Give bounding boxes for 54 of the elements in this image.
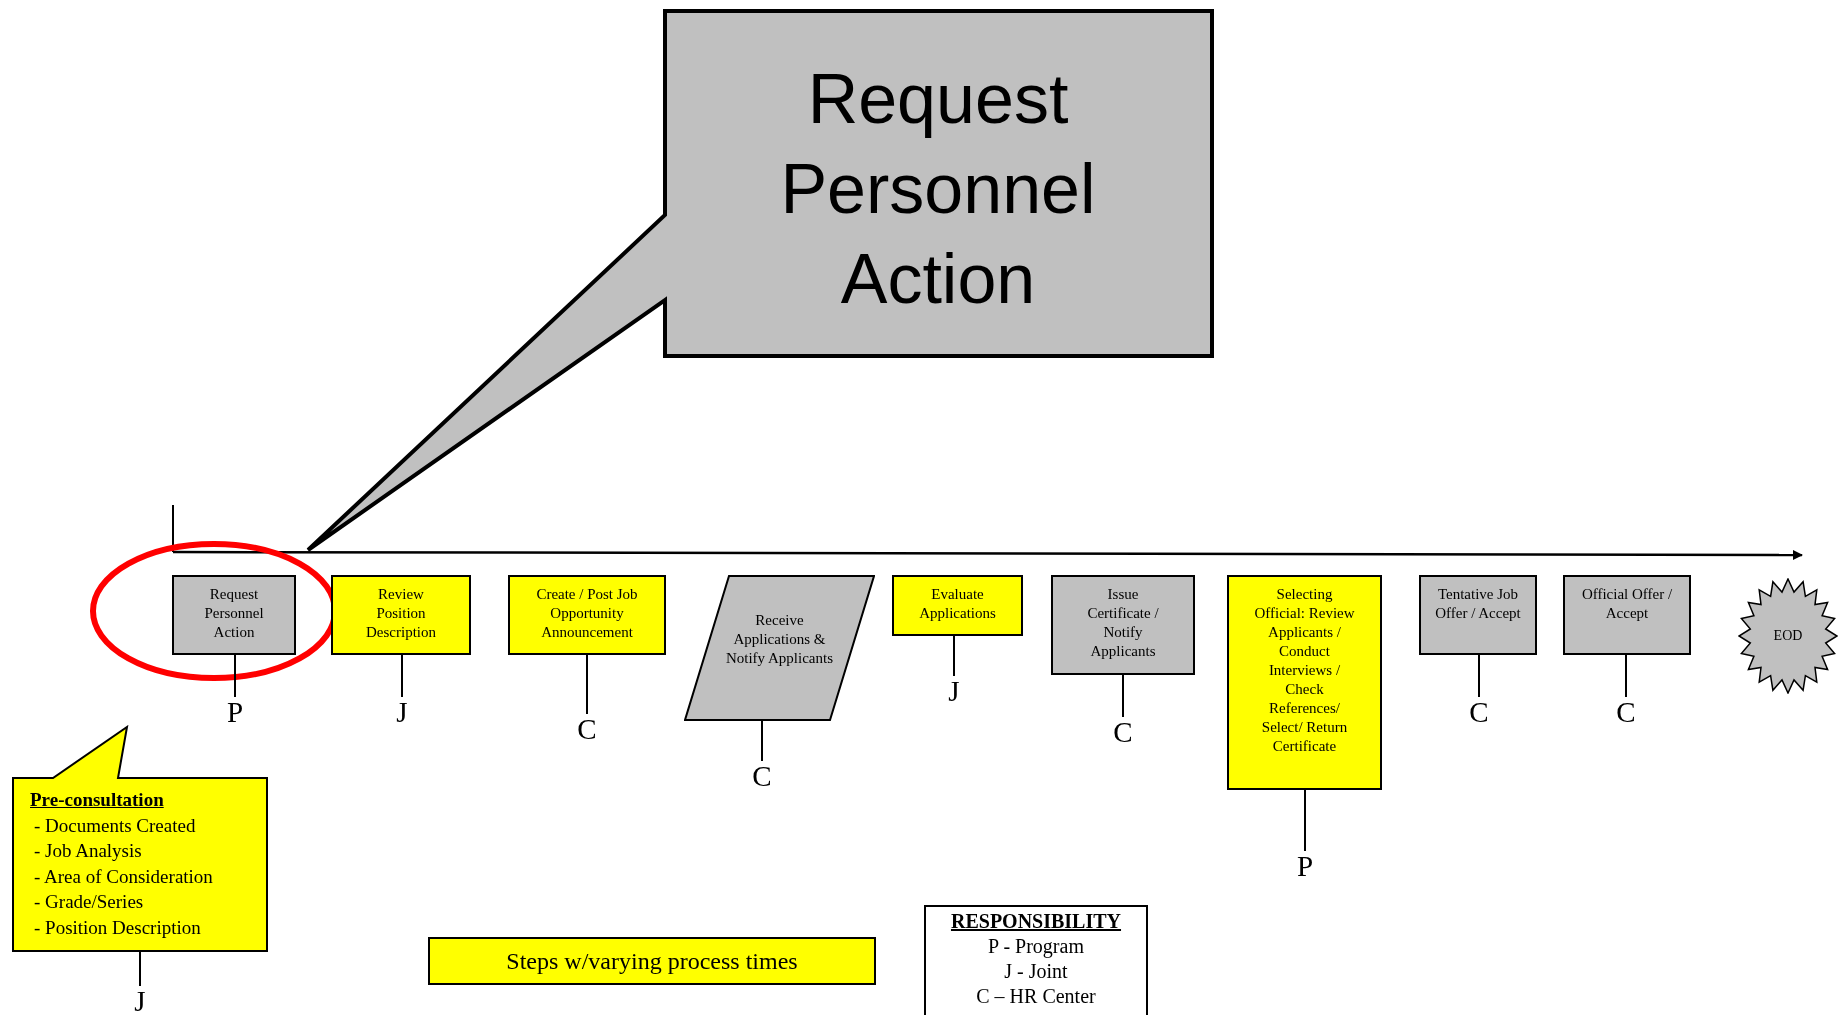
step-label: Official Offer / Accept xyxy=(1580,585,1674,623)
list-item: - Documents Created xyxy=(34,813,196,838)
responsibility-code: C xyxy=(752,760,772,792)
connector-line xyxy=(1304,789,1306,852)
connector-line xyxy=(1478,654,1480,698)
list-item: - Job Analysis xyxy=(34,839,142,863)
step-label: Request Personnel Action xyxy=(203,585,265,642)
connector-line xyxy=(953,635,955,677)
callout-box xyxy=(306,9,1214,552)
legend-entry: C – HR Center xyxy=(976,984,1096,1009)
process-box xyxy=(892,575,1023,636)
process-box xyxy=(172,575,296,655)
connector-line xyxy=(1122,674,1124,718)
callout-box xyxy=(12,725,268,952)
process-box xyxy=(508,575,666,655)
connector-line xyxy=(139,951,141,987)
legend-entry: P - Program xyxy=(988,934,1084,959)
legend-entry: J - Joint xyxy=(1004,959,1068,984)
end-starburst xyxy=(1738,578,1838,694)
process-parallelogram xyxy=(684,575,875,721)
process-box xyxy=(1563,575,1691,655)
process-box xyxy=(1051,575,1195,675)
list-item: - Area of Consideration xyxy=(34,864,213,889)
step-label: Create / Post Job Opportunity Announcement xyxy=(535,585,639,642)
list-item: - Grade/Series xyxy=(34,890,144,914)
responsibility-code: J xyxy=(948,675,960,707)
step-label: Receive Applications & Notify Applicants xyxy=(724,611,835,668)
step-label: Selecting Official: Review Applicants / Conduct Interviews / Check References/ Select/ Return Certificate xyxy=(1253,585,1356,756)
step-label: Review Position Description xyxy=(365,585,437,642)
responsibility-code: P xyxy=(1296,850,1314,882)
responsibility-code: C xyxy=(1469,696,1489,728)
list-item: - Position Description xyxy=(34,915,201,940)
responsibility-code: J xyxy=(396,696,408,728)
responsibility-code: C xyxy=(577,713,597,745)
responsibility-code: C xyxy=(1113,716,1133,748)
connector-line xyxy=(234,654,236,698)
step-label: Issue Certificate / Notify Applicants xyxy=(1086,585,1160,661)
process-box xyxy=(1227,575,1382,790)
legend-heading: RESPONSIBILITY xyxy=(950,909,1122,934)
connector-line xyxy=(401,654,403,698)
step-label: Evaluate Applications xyxy=(918,585,997,623)
step-label: Request Personnel Action xyxy=(779,59,1097,320)
legend-text: Steps w/varying process times xyxy=(506,947,798,975)
step-label: Tentative Job Offer / Accept xyxy=(1434,585,1522,623)
callout-heading: Pre-consultation xyxy=(30,788,164,812)
connector-line xyxy=(761,720,763,762)
process-box xyxy=(1419,575,1537,655)
responsibility-code: P xyxy=(226,696,244,728)
responsibility-code: J xyxy=(134,985,146,1016)
process-box xyxy=(331,575,471,655)
connector-line xyxy=(586,654,588,715)
step-label: EOD xyxy=(1772,627,1804,645)
connector-line xyxy=(1625,654,1627,698)
responsibility-code: C xyxy=(1616,696,1636,728)
